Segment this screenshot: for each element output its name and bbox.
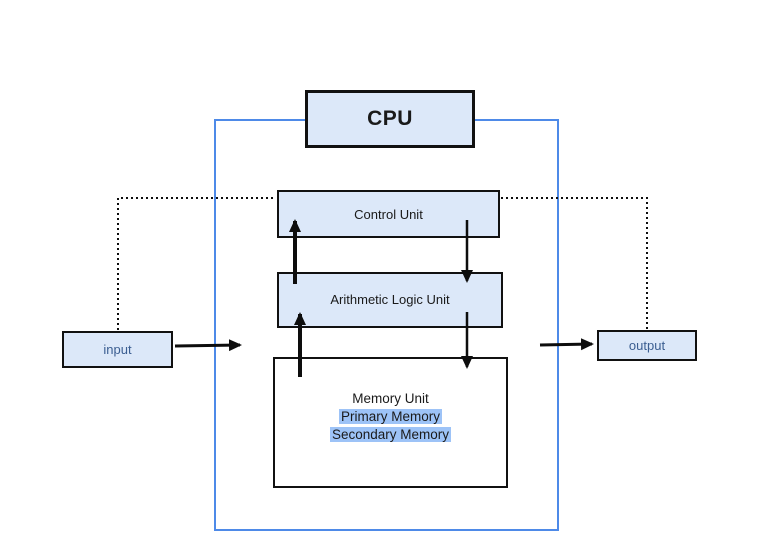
- memory-unit-box: Memory Unit Primary Memory Secondary Mem…: [273, 357, 508, 488]
- control-unit-label: Control Unit: [354, 206, 423, 222]
- control-unit-box: Control Unit: [277, 190, 500, 238]
- memory-unit-label: Memory Unit: [352, 391, 429, 406]
- output-label: output: [628, 338, 666, 353]
- alu-box: Arithmetic Logic Unit: [277, 272, 503, 328]
- secondary-memory-label: Secondary Memory: [329, 427, 452, 442]
- cpu-box: CPU: [305, 90, 475, 148]
- memory-content: Memory Unit Primary Memory Secondary Mem…: [275, 390, 506, 444]
- input-box: input: [62, 331, 173, 368]
- input-label: input: [103, 342, 132, 357]
- primary-memory-label: Primary Memory: [338, 409, 442, 424]
- alu-label: Arithmetic Logic Unit: [330, 292, 450, 307]
- output-box: output: [597, 330, 697, 361]
- cpu-label: CPU: [367, 107, 413, 130]
